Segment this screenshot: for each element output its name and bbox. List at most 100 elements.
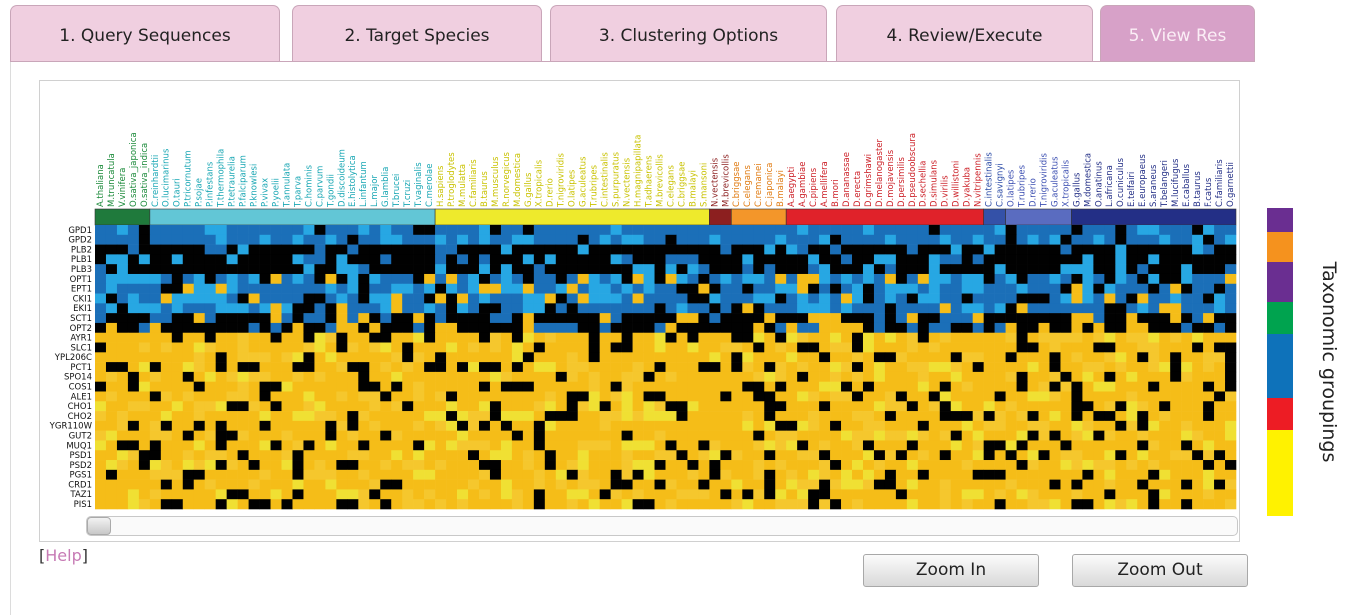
heatmap-cell[interactable] bbox=[599, 342, 611, 353]
heatmap-cell[interactable] bbox=[566, 225, 579, 236]
heatmap-cell[interactable] bbox=[654, 371, 666, 382]
heatmap-cell[interactable] bbox=[127, 332, 140, 343]
heatmap-cell[interactable] bbox=[1093, 313, 1105, 324]
heatmap-cell[interactable] bbox=[1104, 411, 1116, 422]
heatmap-cell[interactable] bbox=[808, 430, 820, 441]
heatmap-cell[interactable] bbox=[182, 293, 195, 304]
heatmap-cell[interactable] bbox=[468, 352, 480, 363]
heatmap-cell[interactable] bbox=[1071, 479, 1083, 490]
heatmap-cell[interactable] bbox=[852, 469, 864, 480]
heatmap-cell[interactable] bbox=[786, 362, 798, 373]
heatmap-cell[interactable] bbox=[862, 264, 875, 275]
heatmap-cell[interactable] bbox=[961, 489, 973, 500]
heatmap-cell[interactable] bbox=[599, 381, 611, 392]
heatmap-cell[interactable] bbox=[1225, 283, 1237, 294]
heatmap-cell[interactable] bbox=[95, 391, 107, 402]
heatmap-cell[interactable] bbox=[105, 499, 118, 510]
heatmap-cell[interactable] bbox=[248, 234, 260, 245]
heatmap-cell[interactable] bbox=[511, 371, 524, 382]
heatmap-cell[interactable] bbox=[391, 391, 403, 402]
heatmap-cell[interactable] bbox=[994, 420, 1006, 431]
heatmap-cell[interactable] bbox=[852, 401, 864, 412]
heatmap-cell[interactable] bbox=[127, 391, 140, 402]
heatmap-cell[interactable] bbox=[1203, 420, 1215, 431]
heatmap-cell[interactable] bbox=[972, 264, 984, 275]
heatmap-cell[interactable] bbox=[160, 450, 173, 461]
heatmap-cell[interactable] bbox=[873, 293, 886, 304]
heatmap-cell[interactable] bbox=[643, 273, 655, 285]
heatmap-cell[interactable] bbox=[599, 420, 611, 431]
heatmap-cell[interactable] bbox=[446, 420, 458, 431]
heatmap-cell[interactable] bbox=[950, 499, 963, 510]
heatmap-cell[interactable] bbox=[413, 293, 425, 304]
heatmap-cell[interactable] bbox=[1137, 342, 1149, 353]
heatmap-cell[interactable] bbox=[1027, 332, 1039, 343]
heatmap-cell[interactable] bbox=[138, 352, 151, 363]
heatmap-cell[interactable] bbox=[193, 381, 206, 392]
heatmap-cell[interactable] bbox=[830, 391, 842, 402]
heatmap-cell[interactable] bbox=[1159, 273, 1171, 285]
heatmap-cell[interactable] bbox=[698, 225, 710, 236]
heatmap-cell[interactable] bbox=[1060, 450, 1072, 461]
heatmap-cell[interactable] bbox=[841, 460, 853, 471]
heatmap-cell[interactable] bbox=[544, 460, 557, 471]
heatmap-cell[interactable] bbox=[1181, 283, 1193, 294]
heatmap-cell[interactable] bbox=[402, 411, 414, 422]
heatmap-cell[interactable] bbox=[248, 244, 260, 255]
heatmap-cell[interactable] bbox=[753, 342, 765, 353]
heatmap-cell[interactable] bbox=[808, 391, 820, 402]
heatmap-cell[interactable] bbox=[753, 469, 765, 480]
heatmap-cell[interactable] bbox=[127, 381, 140, 392]
heatmap-cell[interactable] bbox=[1038, 352, 1050, 363]
heatmap-cell[interactable] bbox=[160, 342, 173, 353]
heatmap-cell[interactable] bbox=[939, 225, 952, 236]
heatmap-cell[interactable] bbox=[983, 499, 995, 510]
heatmap-cell[interactable] bbox=[435, 401, 447, 412]
heatmap-cell[interactable] bbox=[775, 342, 787, 353]
heatmap-cell[interactable] bbox=[182, 283, 195, 294]
heatmap-cell[interactable] bbox=[204, 264, 216, 275]
heatmap-cell[interactable] bbox=[1027, 303, 1039, 314]
heatmap-cell[interactable] bbox=[435, 499, 447, 510]
heatmap-cell[interactable] bbox=[270, 352, 282, 363]
heatmap-cell[interactable] bbox=[972, 283, 984, 294]
heatmap-cell[interactable] bbox=[533, 303, 546, 314]
heatmap-cell[interactable] bbox=[544, 440, 557, 451]
heatmap-cell[interactable] bbox=[939, 499, 952, 510]
heatmap-cell[interactable] bbox=[347, 401, 359, 412]
heatmap-cell[interactable] bbox=[1159, 283, 1171, 294]
heatmap-cell[interactable] bbox=[928, 460, 941, 471]
heatmap-cell[interactable] bbox=[204, 391, 216, 402]
heatmap-cell[interactable] bbox=[446, 499, 458, 510]
heatmap-cell[interactable] bbox=[500, 234, 513, 245]
heatmap-cell[interactable] bbox=[1148, 225, 1160, 236]
heatmap-cell[interactable] bbox=[500, 489, 513, 500]
heatmap-cell[interactable] bbox=[457, 244, 469, 255]
heatmap-cell[interactable] bbox=[1148, 303, 1160, 314]
heatmap-cell[interactable] bbox=[1225, 225, 1237, 236]
heatmap-cell[interactable] bbox=[884, 332, 897, 343]
heatmap-cell[interactable] bbox=[808, 460, 820, 471]
heatmap-cell[interactable] bbox=[248, 499, 260, 510]
heatmap-cell[interactable] bbox=[654, 460, 666, 471]
heatmap-cell[interactable] bbox=[138, 411, 151, 422]
heatmap-cell[interactable] bbox=[391, 371, 403, 382]
heatmap-cell[interactable] bbox=[544, 352, 557, 363]
heatmap-cell[interactable] bbox=[1159, 420, 1171, 431]
heatmap-cell[interactable] bbox=[808, 322, 820, 334]
heatmap-cell[interactable] bbox=[797, 381, 809, 392]
heatmap-cell[interactable] bbox=[138, 254, 151, 265]
heatmap-cell[interactable] bbox=[1016, 273, 1028, 285]
heatmap-cell[interactable] bbox=[1104, 362, 1116, 373]
heatmap-cell[interactable] bbox=[478, 499, 491, 510]
heatmap-cell[interactable] bbox=[1093, 469, 1105, 480]
heatmap-cell[interactable] bbox=[478, 362, 491, 373]
heatmap-cell[interactable] bbox=[884, 381, 897, 392]
heatmap-cell[interactable] bbox=[994, 254, 1006, 265]
heatmap-cell[interactable] bbox=[1016, 322, 1028, 334]
heatmap-cell[interactable] bbox=[358, 254, 370, 265]
heatmap-cell[interactable] bbox=[1016, 371, 1028, 382]
heatmap-cell[interactable] bbox=[1049, 411, 1061, 422]
heatmap-cell[interactable] bbox=[204, 440, 216, 451]
heatmap-cell[interactable] bbox=[895, 411, 908, 422]
